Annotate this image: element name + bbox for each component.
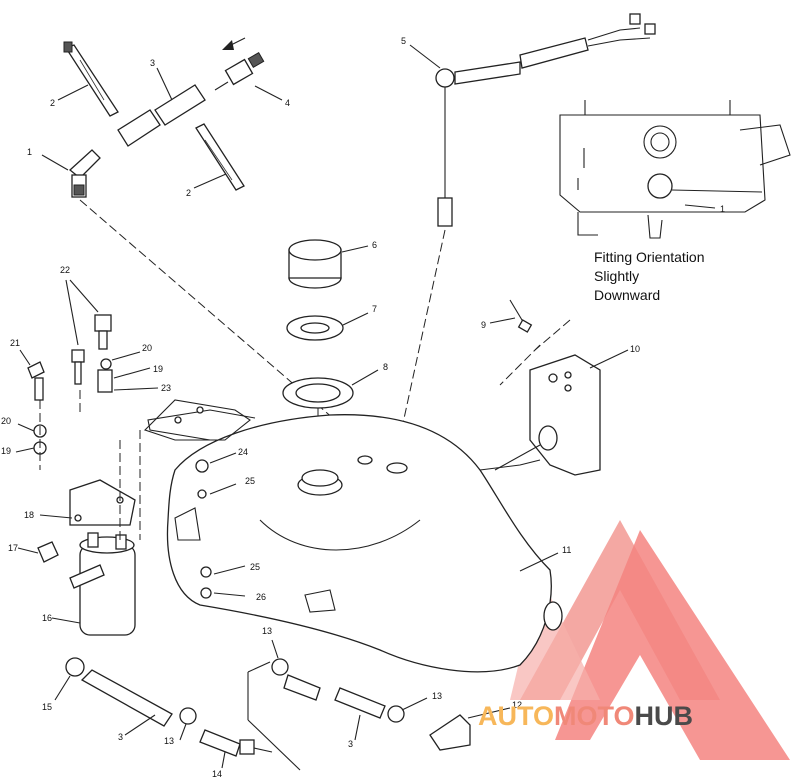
note-line-3: Downward — [594, 287, 660, 303]
callout-14-filter: 14 — [212, 769, 222, 779]
callout-7-gasket: 7 — [372, 304, 377, 314]
callout-25-washer-b: 25 — [250, 562, 260, 572]
watermark-auto: AUTO — [478, 701, 554, 731]
callout-5-sender: 5 — [401, 36, 406, 46]
fuel-tank — [147, 409, 563, 673]
callout-22-bolts: 22 — [60, 265, 70, 275]
callout-6-cap: 6 — [372, 240, 377, 250]
callout-25-washer-a: 25 — [245, 476, 255, 486]
callout-19-washer-left: 19 — [1, 446, 11, 456]
callout-2-tube: 2 — [50, 98, 55, 108]
callout-12-fitting: 12 — [512, 700, 522, 710]
callout-9-screw: 9 — [481, 320, 486, 330]
fuel-hoses — [54, 639, 511, 771]
callout-19-washer: 19 — [153, 364, 163, 374]
fitting-orientation-inset — [559, 100, 791, 239]
note-line-1: Fitting Orientation — [594, 249, 705, 265]
callout-3-hose-right: 3 — [348, 739, 353, 749]
orientation-note: Fitting Orientation Slightly Downward — [594, 249, 705, 303]
callout-13-clamp-c: 13 — [164, 736, 174, 746]
callout-20-washer: 20 — [142, 343, 152, 353]
note-line-2: Slightly — [594, 268, 639, 284]
callout-3-hose-left: 3 — [118, 732, 123, 742]
svg-text:AUTOMOTOHUB: AUTOMOTOHUB — [478, 701, 693, 731]
mounting-bracket — [489, 299, 629, 476]
callout-13-clamp-a: 13 — [262, 626, 272, 636]
callout-24-bolt: 24 — [238, 447, 248, 457]
callout-15-clamp: 15 — [42, 702, 52, 712]
watermark-text: AUTOMOTOHUB — [478, 701, 693, 731]
watermark-hub: HUB — [635, 701, 694, 731]
callout-17-nut: 17 — [8, 543, 18, 553]
callout-1-inset: 1 — [720, 204, 725, 214]
callout-1-elbow: 1 — [27, 147, 32, 157]
callout-3-hose: 3 — [150, 58, 155, 68]
callout-20-washer-left: 20 — [1, 416, 11, 426]
callout-16-pump: 16 — [42, 613, 52, 623]
filter-assembly — [15, 279, 251, 636]
vent-line-assembly — [41, 37, 371, 451]
callout-18-plate: 18 — [24, 510, 34, 520]
fuel-gauge-sender — [394, 13, 656, 461]
callout-21-bolt: 21 — [10, 338, 20, 348]
callout-labels: 1 2 3 4 2 5 6 7 8 9 10 11 12 13 13 13 14… — [1, 36, 725, 779]
callout-8-ring: 8 — [383, 362, 388, 372]
callout-26-nut: 26 — [256, 592, 266, 602]
callout-23-spacer: 23 — [161, 383, 171, 393]
callout-11-tank: 11 — [562, 545, 571, 555]
callout-4-valve: 4 — [285, 98, 290, 108]
callout-13-clamp-b: 13 — [432, 691, 442, 701]
callout-2-tube-lower: 2 — [186, 188, 191, 198]
callout-10-bracket: 10 — [630, 344, 640, 354]
watermark-moto: MOTO — [554, 701, 635, 731]
